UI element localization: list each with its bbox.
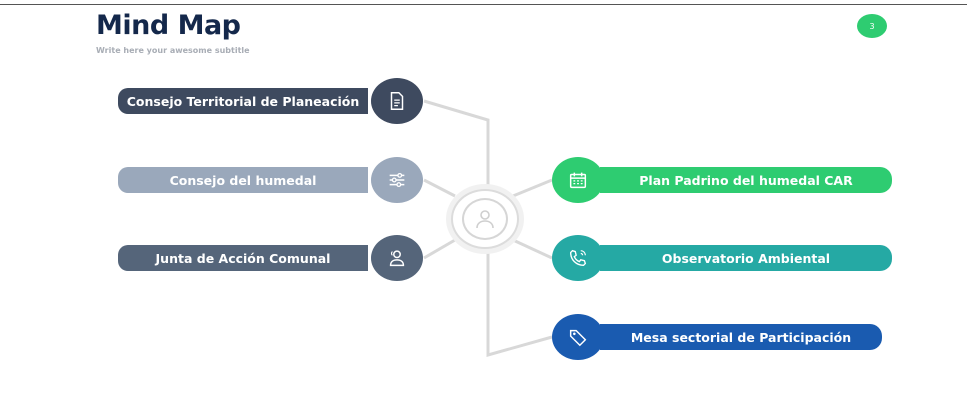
phone-icon [569, 249, 587, 267]
node-consejo-territorial-pill: Consejo Territorial de Planeación [118, 88, 368, 114]
node-junta-accion-comunal-pill: Junta de Acción Comunal [118, 245, 368, 271]
hub-inner-ring [462, 198, 508, 240]
tag-icon [569, 329, 587, 347]
node-plan-padrino-pill: Plan Padrino del humedal CAR [600, 167, 892, 193]
connector-left-bottom [423, 238, 456, 260]
node-label: Junta de Acción Comunal [155, 250, 331, 266]
hub-circle [451, 189, 519, 249]
node-consejo-territorial-circle [371, 78, 423, 124]
connector-left-middle [423, 178, 456, 198]
node-observatorio-circle [552, 235, 604, 281]
node-observatorio-pill: Observatorio Ambiental [600, 245, 892, 271]
document-icon [390, 92, 404, 110]
page-subtitle: Write here your awesome subtitle [96, 46, 250, 55]
node-label: Plan Padrino del humedal CAR [639, 172, 853, 188]
node-label: Mesa sectorial de Participación [630, 329, 852, 345]
node-label: Consejo Territorial de Planeación [126, 93, 360, 109]
page-title: Mind Map [96, 10, 241, 41]
page-number-badge: 3 [857, 14, 887, 38]
node-label: Observatorio Ambiental [661, 250, 831, 266]
node-mesa-sectorial-pill: Mesa sectorial de Participación [600, 324, 882, 350]
connector-right-middle [512, 238, 553, 260]
node-mesa-sectorial-circle [552, 314, 604, 360]
node-consejo-humedal-pill: Consejo del humedal [118, 167, 368, 193]
user-icon [476, 210, 494, 229]
node-junta-accion-comunal-circle [371, 235, 423, 281]
top-rule [0, 4, 967, 5]
node-consejo-humedal-circle [371, 157, 423, 203]
node-label: Consejo del humedal [169, 172, 317, 188]
users-icon [389, 250, 405, 267]
sliders-icon [389, 172, 405, 188]
node-plan-padrino-circle [552, 157, 604, 203]
connector-right-top [512, 178, 553, 198]
calendar-icon [569, 172, 587, 189]
